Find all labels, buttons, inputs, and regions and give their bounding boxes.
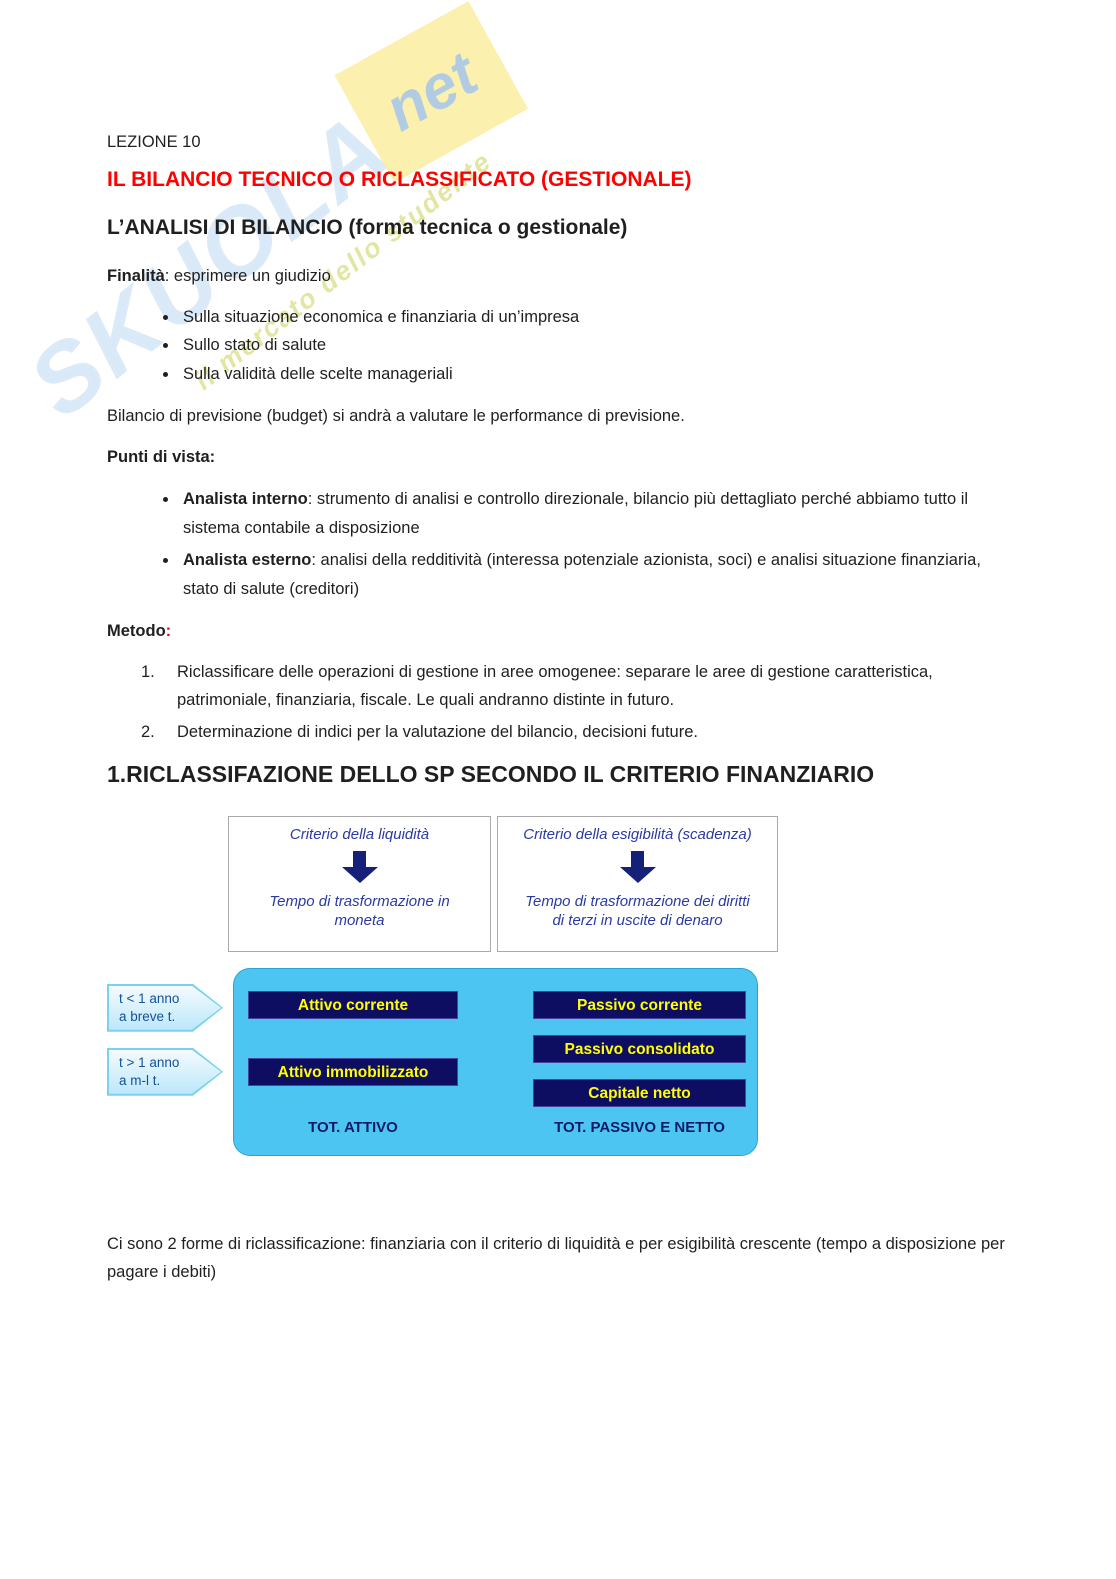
passivo-corrente-box: Passivo corrente bbox=[533, 990, 746, 1019]
list-item: 1. Riclassificare delle operazioni di ge… bbox=[107, 658, 1010, 715]
attivo-immobilizzato-box: Attivo immobilizzato bbox=[248, 1057, 458, 1086]
arrow-shaft bbox=[631, 850, 644, 867]
time-tag-content: t < 1 anno a breve t. bbox=[109, 985, 221, 1030]
section-title: 1.RICLASSIFAZIONE DELLO SP SECONDO IL CR… bbox=[107, 760, 875, 787]
arrow-head bbox=[619, 866, 656, 883]
finalita-bullet-list: Sulla situazione economica e finanziaria… bbox=[107, 303, 1010, 388]
analista-interno-label: Analista interno bbox=[183, 490, 308, 509]
item-number: 2. bbox=[141, 723, 155, 742]
attivo-corrente-box: Attivo corrente bbox=[248, 990, 458, 1019]
balance-sheet-panel: Attivo corrente Attivo immobilizzato Pas… bbox=[233, 967, 758, 1156]
punti-di-vista-heading: Punti di vista: bbox=[107, 445, 1010, 470]
total-passivo-label: TOT. PASSIVO E NETTO bbox=[554, 1118, 725, 1136]
list-item: Analista interno: strumento di analisi e… bbox=[179, 485, 1010, 542]
time-tag-line: t > 1 anno bbox=[119, 1054, 180, 1070]
closing-paragraph: Ci sono 2 forme di riclassificazione: fi… bbox=[107, 1234, 1005, 1281]
analista-interno-text: : strumento di analisi e controllo direz… bbox=[183, 490, 969, 537]
time-tag-content: t > 1 anno a m-l t. bbox=[109, 1049, 221, 1094]
arrow-head bbox=[341, 866, 378, 883]
time-tag-line: a breve t. bbox=[119, 1008, 176, 1024]
item-number: 1. bbox=[141, 662, 155, 681]
list-item: 2. Determinazione di indici per la valut… bbox=[107, 718, 1010, 746]
punti-di-vista-list: Analista interno: strumento di analisi e… bbox=[107, 485, 1010, 603]
list-item: Analista esterno: analisi della redditiv… bbox=[179, 546, 1010, 603]
analista-esterno-label: Analista esterno bbox=[183, 551, 312, 570]
document-content: LEZIONE 10 IL BILANCIO TECNICO O RICLASS… bbox=[0, 0, 1116, 1286]
metodo-numbered-list: 1. Riclassificare delle operazioni di ge… bbox=[107, 658, 1010, 747]
criteria-result: Tempo di trasformazione dei diritti di t… bbox=[525, 892, 750, 930]
item-text: Riclassificare delle operazioni di gesti… bbox=[177, 662, 933, 709]
list-item: Sulla situazione economica e finanziaria… bbox=[179, 303, 1010, 331]
criteria-box-liquidity: Criterio della liquidità Tempo di trasfo… bbox=[228, 815, 491, 952]
analista-esterno-text: : analisi della redditività (interessa p… bbox=[183, 551, 981, 598]
finalita-label: Finalità bbox=[107, 267, 165, 285]
metodo-label: Metodo bbox=[107, 621, 166, 640]
list-item: Sulla validità delle scelte manageriali bbox=[179, 360, 1010, 388]
list-item: Sullo stato di salute bbox=[179, 331, 1010, 359]
total-attivo-label: TOT. ATTIVO bbox=[308, 1118, 398, 1136]
criteria-result: Tempo di trasformazione in moneta bbox=[269, 892, 450, 930]
finalita-line: Finalità: esprimere un giudizio bbox=[107, 264, 1010, 289]
budget-paragraph: Bilancio di previsione (budget) si andrà… bbox=[107, 406, 685, 425]
time-tag-line: t < 1 anno bbox=[119, 990, 180, 1006]
capitale-netto-box: Capitale netto bbox=[533, 1078, 746, 1107]
criteria-title: Criterio della liquidità bbox=[289, 825, 430, 843]
passivo-consolidato-box: Passivo consolidato bbox=[533, 1034, 746, 1063]
main-title: IL BILANCIO TECNICO O RICLASSIFICATO (GE… bbox=[107, 168, 692, 191]
down-arrow-icon bbox=[341, 850, 378, 883]
punti-di-vista-label: Punti di vista: bbox=[107, 447, 216, 466]
time-tag-short-term: t < 1 anno a breve t. bbox=[107, 983, 223, 1032]
time-tag-line: a m-l t. bbox=[119, 1072, 161, 1088]
item-text: Determinazione di indici per la valutazi… bbox=[177, 723, 698, 742]
criteria-title: Criterio della esigibilità (scadenza) bbox=[523, 825, 752, 843]
metodo-colon: : bbox=[165, 621, 172, 640]
finalita-rest: : esprimere un giudizio bbox=[164, 267, 331, 285]
reclassification-diagram: Criterio della liquidità Tempo di trasfo… bbox=[107, 815, 1010, 1178]
metodo-heading: Metodo: bbox=[107, 619, 1010, 644]
down-arrow-icon bbox=[619, 850, 656, 883]
arrow-shaft bbox=[353, 850, 366, 867]
subtitle: L’ANALISI DI BILANCIO (forma tecnica o g… bbox=[107, 216, 628, 239]
lesson-label: LEZIONE 10 bbox=[107, 133, 201, 151]
criteria-box-maturity: Criterio della esigibilità (scadenza) Te… bbox=[497, 815, 778, 952]
time-tag-long-term: t > 1 anno a m-l t. bbox=[107, 1047, 223, 1096]
